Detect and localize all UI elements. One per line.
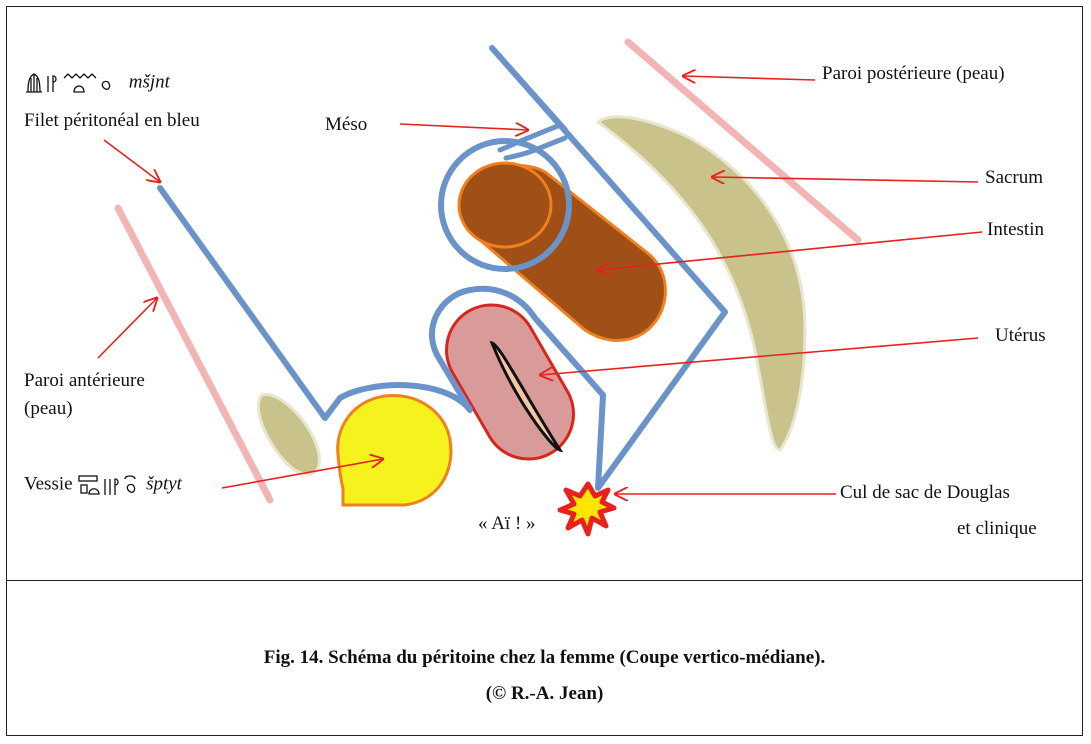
label-bladder-row: Vessie šptyt (24, 473, 182, 497)
leader-arrows (97, 76, 983, 494)
bladder-shape (336, 393, 453, 507)
peritoneum-line (157, 45, 728, 491)
label-bladder-translit: šptyt (146, 473, 182, 495)
label-anterior-wall-line1: Paroi antérieure (24, 370, 145, 391)
label-peritoneum-translit: mšjnt (128, 71, 170, 93)
arrow-uterus (540, 337, 979, 375)
label-intestine: Intestin (987, 219, 1044, 240)
arrow-intestine (598, 231, 983, 270)
label-peritoneum-hieroglyph-row: mšjnt (24, 70, 170, 96)
sacrum-shape (595, 115, 807, 452)
arrow-sacrum (712, 177, 979, 182)
label-douglas-line1: Cul de sac de Douglas (840, 482, 1010, 503)
arrow-posterior-wall (683, 76, 816, 80)
hieroglyph-sptyt-icon (78, 475, 136, 495)
label-meso: Méso (325, 114, 368, 135)
arrow-anterior-wall (97, 298, 157, 359)
posterior-skin-wall (624, 38, 862, 244)
caption-line2: (© R.-A. Jean) (485, 683, 604, 704)
hieroglyph-mshjnt-icon (26, 73, 111, 93)
figure-frame (6, 6, 1083, 736)
label-peritoneum: Filet péritonéal en bleu (24, 110, 200, 131)
pain-burst-icon (557, 481, 617, 537)
figure-caption: Fig. 14. Schéma du péritoine chez la fem… (6, 640, 1083, 712)
uterine-cavity (489, 340, 564, 453)
label-bladder: Vessie (24, 473, 73, 495)
arrow-peritoneum (103, 139, 160, 182)
peritoneum-around-intestine (438, 138, 572, 272)
label-uterus: Utérus (995, 325, 1046, 346)
label-posterior-wall: Paroi postérieure (peau) (822, 63, 1005, 84)
intestine-end (457, 161, 553, 249)
meso-line (497, 122, 568, 161)
label-ai: « Aï ! » (478, 513, 536, 534)
pubis-shape (256, 393, 321, 476)
label-anterior-wall-line2: (peau) (24, 398, 73, 419)
arrow-meso (399, 124, 528, 130)
caption-divider (6, 580, 1083, 581)
label-douglas-line2: et clinique (957, 518, 1037, 539)
arrow-bladder (221, 459, 383, 489)
anterior-skin-wall (114, 204, 274, 504)
caption-line1: Fig. 14. Schéma du péritoine chez la fem… (263, 647, 826, 668)
label-sacrum: Sacrum (985, 167, 1044, 188)
